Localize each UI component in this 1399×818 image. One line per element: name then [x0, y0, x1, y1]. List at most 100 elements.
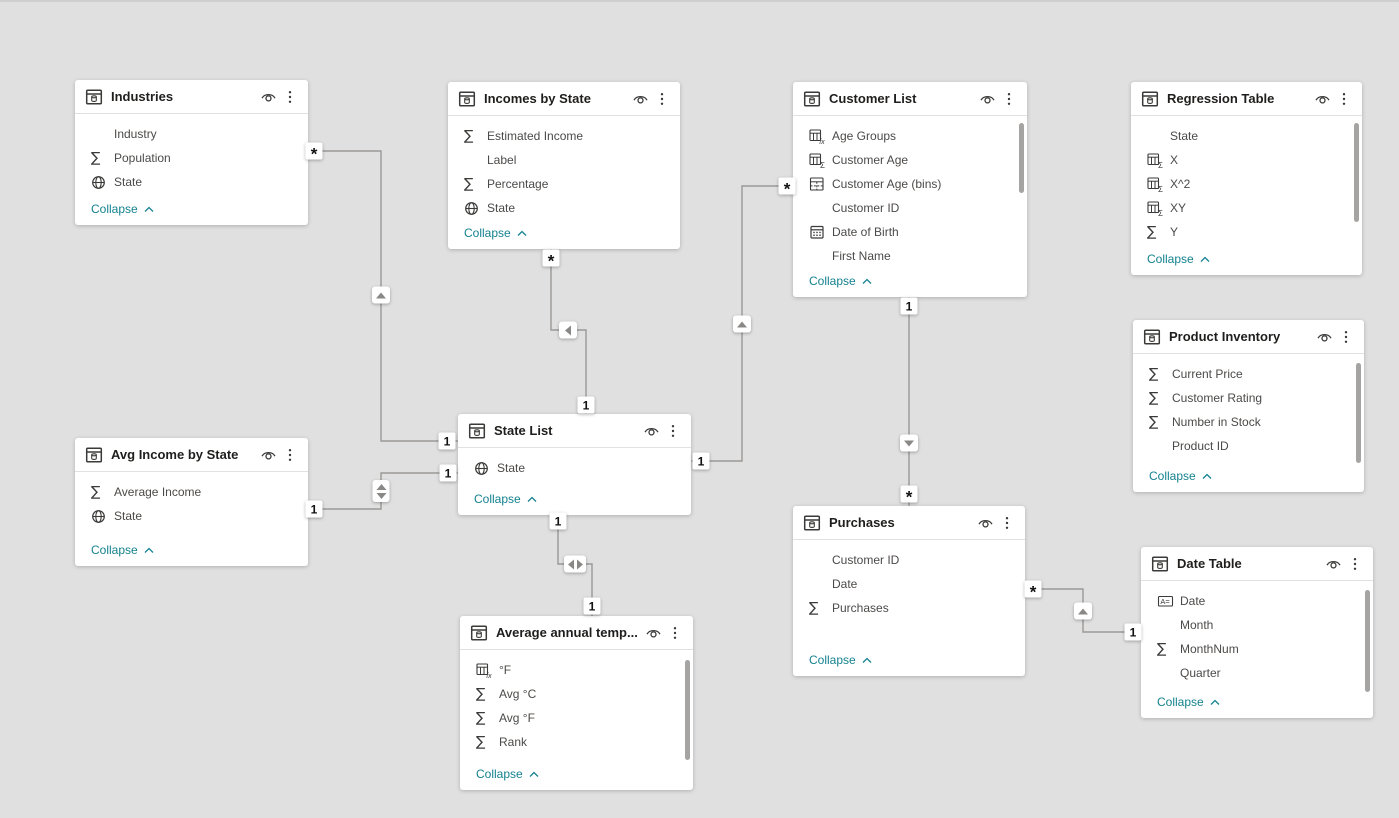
eye-button[interactable]	[1311, 89, 1334, 108]
table-header[interactable]: Purchases	[793, 506, 1025, 540]
eye-button[interactable]	[629, 89, 652, 108]
scrollbar-thumb[interactable]	[685, 660, 690, 760]
field-row-monthnum[interactable]: ∑MonthNum	[1141, 637, 1373, 661]
field-row-population[interactable]: ∑Population	[75, 146, 308, 170]
field-row-f[interactable]: fx°F	[460, 658, 693, 682]
collapse-link[interactable]: Collapse	[1141, 691, 1373, 718]
field-row-state[interactable]: State	[75, 170, 308, 194]
field-row-rank[interactable]: ∑Rank	[460, 730, 693, 754]
field-row-y[interactable]: ∑Y	[1131, 220, 1362, 244]
eye-button[interactable]	[640, 421, 663, 440]
table-header[interactable]: State List	[458, 414, 691, 448]
eye-icon	[260, 447, 277, 462]
eye-button[interactable]	[1313, 327, 1336, 346]
eye-button[interactable]	[257, 445, 280, 464]
field-row-state[interactable]: State	[448, 196, 680, 220]
field-row-current-price[interactable]: ∑Current Price	[1133, 362, 1364, 386]
field-row-customer-rating[interactable]: ∑Customer Rating	[1133, 386, 1364, 410]
field-row-estimated-income[interactable]: ∑Estimated Income	[448, 124, 680, 148]
collapse-link[interactable]: Collapse	[75, 198, 308, 225]
table-header[interactable]: Avg Income by State	[75, 438, 308, 472]
field-row-state[interactable]: State	[458, 456, 691, 480]
field-row-percentage[interactable]: ∑Percentage	[448, 172, 680, 196]
table-card-product-inventory[interactable]: Product Inventory ∑Current Price∑Customer…	[1133, 320, 1364, 492]
table-title: Regression Table	[1167, 91, 1275, 106]
field-row-quarter[interactable]: Quarter	[1141, 661, 1373, 685]
field-row-label[interactable]: Label	[448, 148, 680, 172]
collapse-link[interactable]: Collapse	[1131, 248, 1362, 275]
field-row-state[interactable]: State	[1131, 124, 1362, 148]
collapse-link[interactable]: Collapse	[793, 649, 1025, 676]
field-row-customer-age-bins[interactable]: Customer Age (bins)	[793, 172, 1027, 196]
chevron-up-icon	[144, 206, 154, 213]
field-row-customer-id[interactable]: Customer ID	[793, 196, 1027, 220]
table-header[interactable]: Regression Table	[1131, 82, 1362, 116]
field-label: State	[1170, 129, 1199, 143]
eye-button[interactable]	[1322, 554, 1345, 573]
field-row-avg-c[interactable]: ∑Avg °C	[460, 682, 693, 706]
field-row-purchases[interactable]: ∑Purchases	[793, 596, 1025, 620]
table-header[interactable]: Product Inventory	[1133, 320, 1364, 354]
scrollbar-thumb[interactable]	[1019, 123, 1024, 193]
collapse-link[interactable]: Collapse	[458, 488, 691, 515]
field-label: State	[487, 201, 516, 215]
field-row-state[interactable]: State	[75, 504, 308, 528]
collapse-link[interactable]: Collapse	[793, 270, 1027, 297]
eye-button[interactable]	[976, 89, 999, 108]
field-row-product-id[interactable]: Product ID	[1133, 434, 1364, 458]
kebab-button[interactable]	[999, 89, 1019, 109]
field-row-average-income[interactable]: ∑Average Income	[75, 480, 308, 504]
kebab-button[interactable]	[663, 421, 683, 441]
scrollbar-thumb[interactable]	[1356, 363, 1361, 463]
eye-icon	[1316, 329, 1333, 344]
table-header[interactable]: Incomes by State	[448, 82, 680, 116]
field-row-industry[interactable]: Industry	[75, 122, 308, 146]
table-sigma-icon: Σ	[809, 152, 832, 169]
kebab-button[interactable]	[997, 513, 1017, 533]
table-card-average-annual-temp[interactable]: Average annual temp... fx°F∑Avg °C∑Avg °F…	[460, 616, 693, 790]
collapse-link[interactable]: Collapse	[75, 539, 308, 566]
collapse-link[interactable]: Collapse	[448, 222, 680, 249]
field-label: Label	[487, 153, 517, 167]
field-row-first-name[interactable]: First Name	[793, 244, 1027, 268]
kebab-button[interactable]	[1336, 327, 1356, 347]
field-row-date-of-birth[interactable]: Date of Birth	[793, 220, 1027, 244]
field-row-month[interactable]: Month	[1141, 613, 1373, 637]
scrollbar-thumb[interactable]	[1354, 123, 1359, 222]
table-header[interactable]: Average annual temp...	[460, 616, 693, 650]
eye-button[interactable]	[642, 623, 665, 642]
eye-button[interactable]	[974, 513, 997, 532]
field-row-avg-f[interactable]: ∑Avg °F	[460, 706, 693, 730]
field-row-number-in-stock[interactable]: ∑Number in Stock	[1133, 410, 1364, 434]
eye-button[interactable]	[257, 87, 280, 106]
kebab-button[interactable]	[652, 89, 672, 109]
kebab-button[interactable]	[280, 445, 300, 465]
scrollbar-thumb[interactable]	[1365, 590, 1370, 692]
field-row-customer-id[interactable]: Customer ID	[793, 548, 1025, 572]
table-title: Date Table	[1177, 556, 1242, 571]
collapse-link[interactable]: Collapse	[1133, 465, 1364, 492]
kebab-button[interactable]	[280, 87, 300, 107]
kebab-button[interactable]	[1345, 554, 1365, 574]
table-header[interactable]: Date Table	[1141, 547, 1373, 581]
kebab-button[interactable]	[665, 623, 685, 643]
table-header[interactable]: Customer List	[793, 82, 1027, 116]
collapse-link[interactable]: Collapse	[460, 763, 693, 790]
table-header[interactable]: Industries	[75, 80, 308, 114]
kebab-button[interactable]	[1334, 89, 1354, 109]
field-row-date[interactable]: A=Date	[1141, 589, 1373, 613]
field-row-date[interactable]: Date	[793, 572, 1025, 596]
